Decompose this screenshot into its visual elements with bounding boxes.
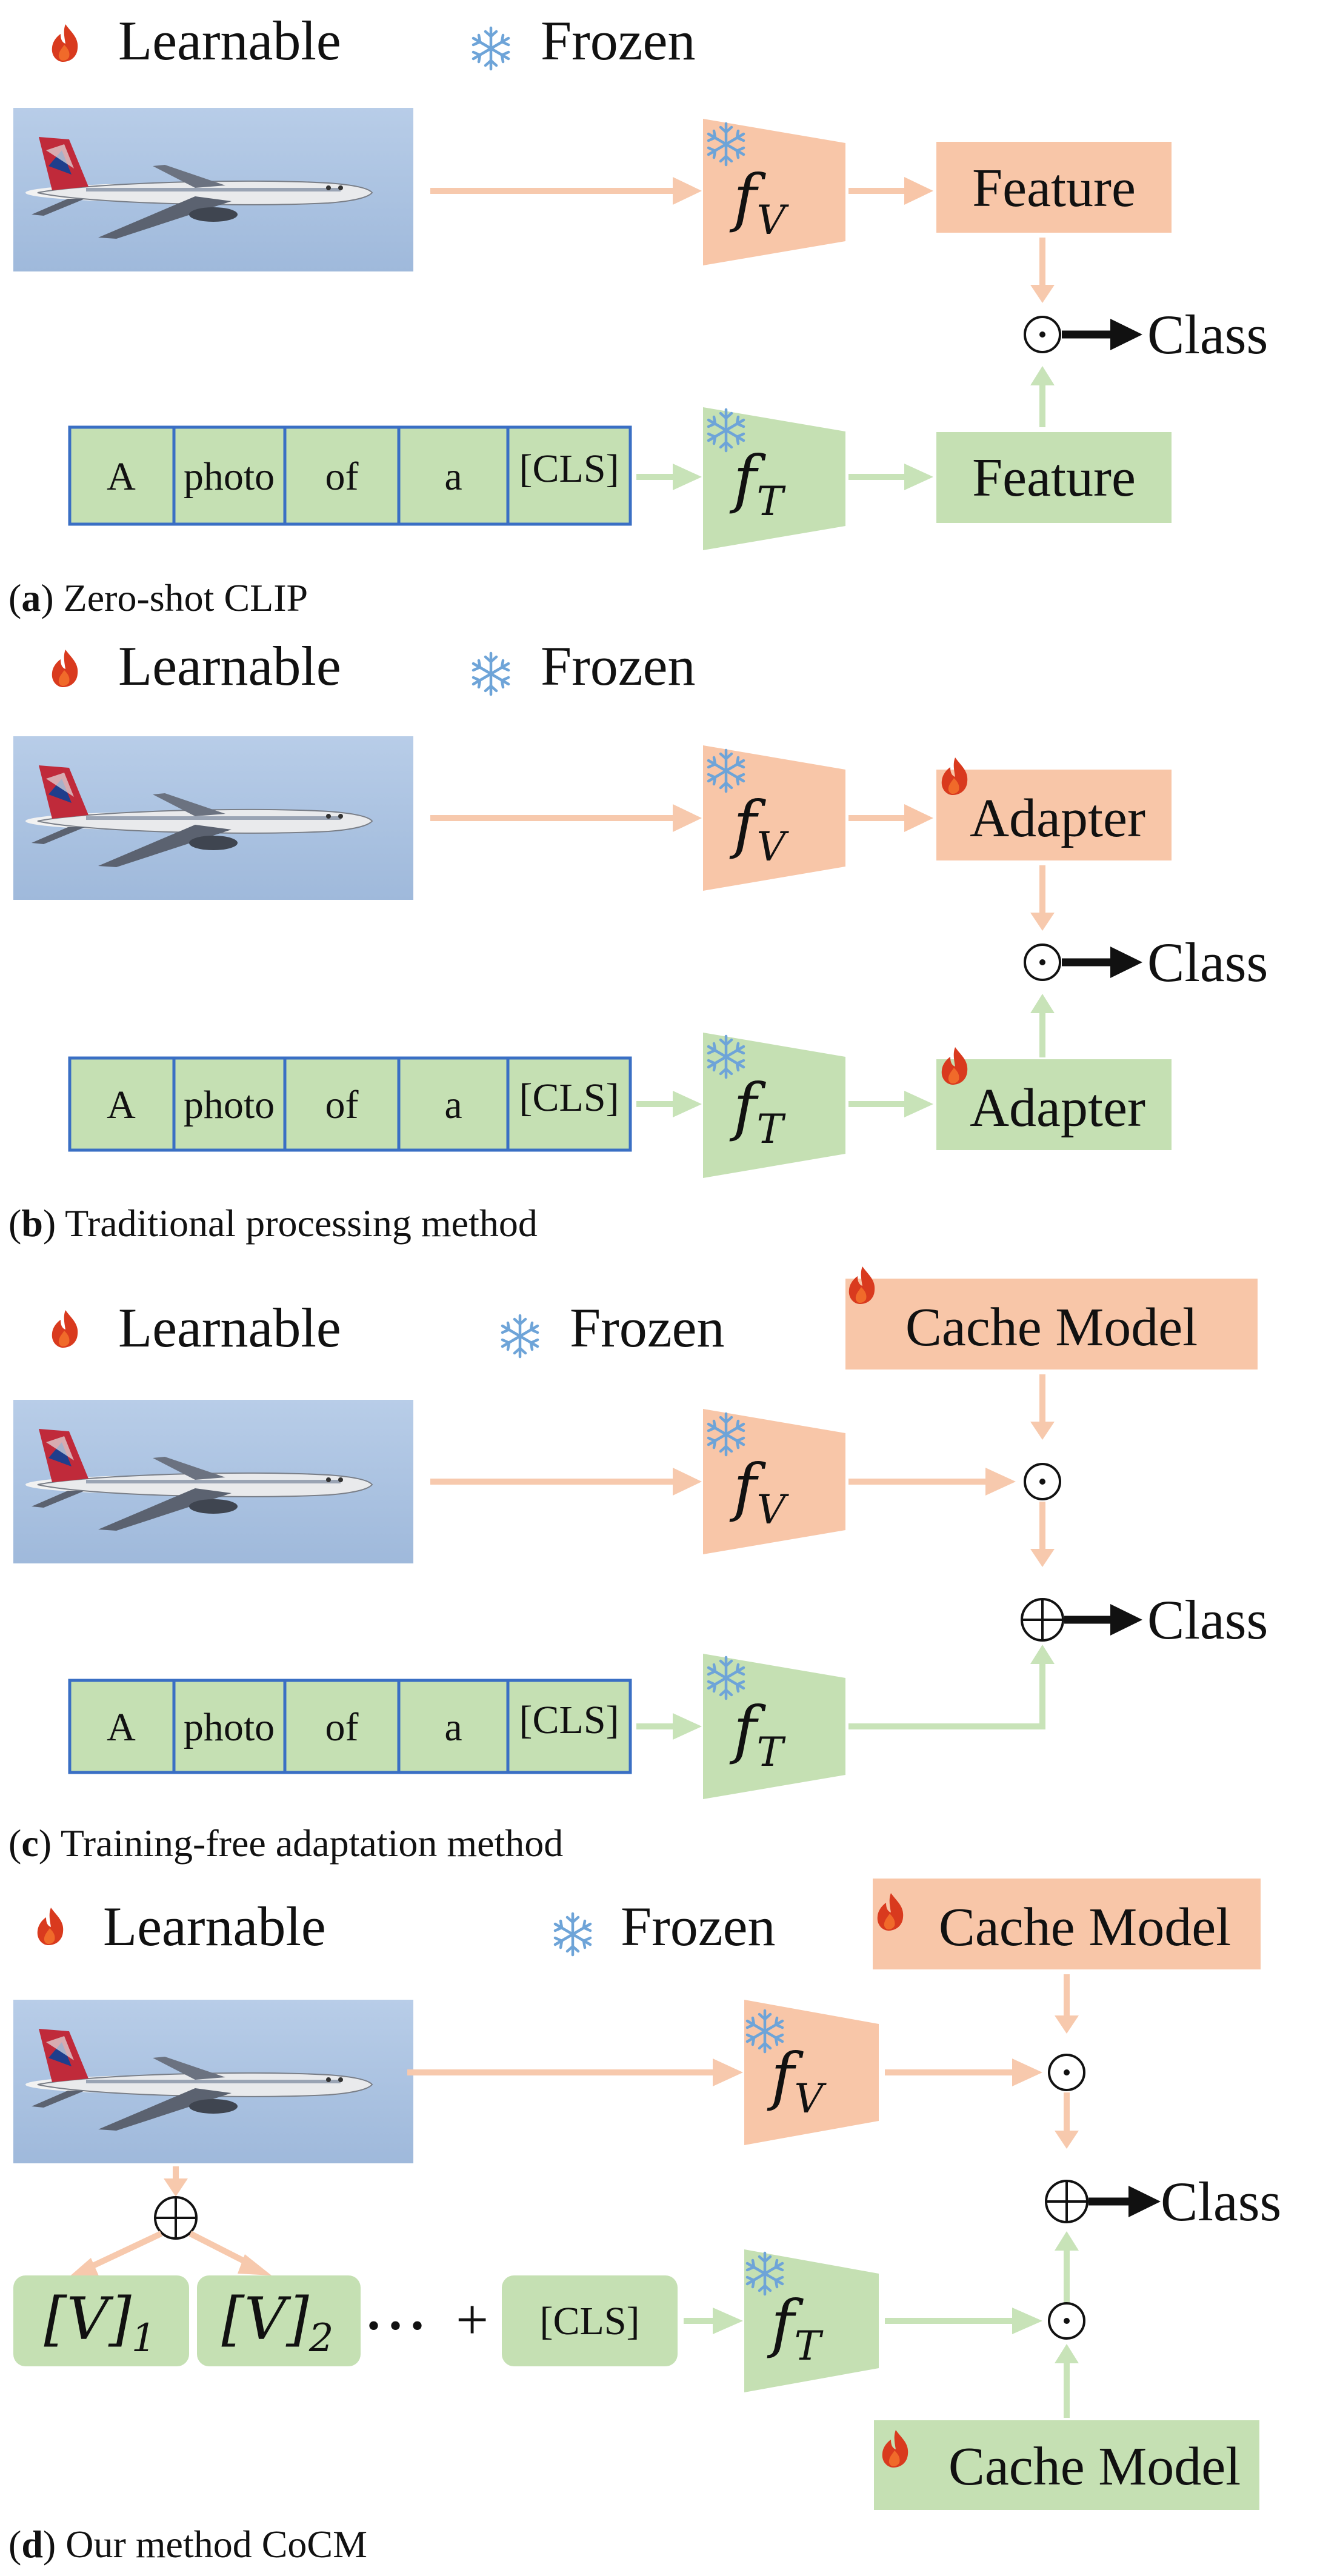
prompt-tokens: A photo of a [CLS] xyxy=(68,1056,632,1152)
snowflake-icon xyxy=(473,653,508,694)
prompt-token: [CLS] xyxy=(519,1076,619,1120)
text-adapter-box xyxy=(936,1059,1172,1150)
visual-feature-box xyxy=(936,142,1172,233)
flame-icon xyxy=(52,650,78,687)
cache-model-bottom-label: Cache Model xyxy=(948,2437,1241,2497)
learnable-token-1 xyxy=(13,2275,189,2366)
airplane-image xyxy=(13,107,414,272)
ellipsis-dots: • • • xyxy=(367,2306,424,2346)
panel-d: Learnable Frozen Cache Model fV xyxy=(8,1879,1281,2566)
flame-icon xyxy=(52,24,78,62)
output-class-label: Class xyxy=(1147,1589,1268,1651)
cls-token-label: [CLS] xyxy=(540,2299,640,2343)
prompt-token: A xyxy=(107,1705,136,1749)
visual-encoder-label: fV xyxy=(729,161,790,244)
panel-b: Learnable Frozen fV Adapter Class xyxy=(8,635,1268,1245)
prompt-tokens: A photo of a [CLS] xyxy=(68,425,632,526)
text-feature-box xyxy=(936,432,1172,523)
snowflake-icon xyxy=(555,1914,590,1955)
prompt-tokens: A photo of a [CLS] xyxy=(68,1679,632,1774)
text-adapter-label: Adapter xyxy=(970,1078,1145,1138)
add-operator xyxy=(1045,2180,1088,2223)
multiply-operator-lower xyxy=(1048,2302,1085,2340)
legend-c: Learnable Frozen xyxy=(52,1297,724,1359)
legend-frozen-label: Frozen xyxy=(570,1297,724,1359)
legend-learnable-label: Learnable xyxy=(103,1895,326,1957)
prompt-token: [CLS] xyxy=(519,1698,619,1742)
prompt-token: of xyxy=(325,1083,359,1127)
plus-sign: + xyxy=(456,2287,488,2352)
prompt-token: A xyxy=(107,1083,136,1127)
cache-model-box xyxy=(845,1279,1258,1370)
output-class-label: Class xyxy=(1147,304,1268,365)
text-feature-label: Feature xyxy=(972,448,1136,508)
panel-c: Learnable Frozen Cache Model fV xyxy=(8,1266,1268,1865)
output-class-label: Class xyxy=(1161,2171,1281,2232)
prompt-token: [CLS] xyxy=(519,447,619,491)
prompt-token: a xyxy=(444,1705,462,1749)
flame-icon xyxy=(37,1908,64,1945)
cache-model-top-box xyxy=(873,1879,1261,1969)
combine-add-operator xyxy=(154,2196,198,2240)
legend-frozen-label: Frozen xyxy=(541,635,695,697)
multiply-operator xyxy=(1024,944,1061,981)
multiply-operator xyxy=(1024,1463,1061,1500)
prompt-token: A xyxy=(107,454,136,499)
prompt-token: photo xyxy=(184,1705,275,1749)
legend-learnable-label: Learnable xyxy=(118,1297,341,1359)
legend-b: Learnable Frozen xyxy=(52,635,695,697)
output-class-label: Class xyxy=(1147,931,1268,993)
cache-model-bottom-box xyxy=(874,2420,1259,2510)
caption-c: (c) Training-free adaptation method xyxy=(8,1822,563,1865)
caption-d: (d) Our method CoCM xyxy=(8,2523,367,2566)
legend-d: Learnable Frozen xyxy=(37,1895,775,1957)
prompt-token: a xyxy=(444,454,462,499)
legend-learnable-label: Learnable xyxy=(118,10,341,72)
visual-adapter-label: Adapter xyxy=(970,788,1145,848)
prompt-token: photo xyxy=(184,454,275,499)
airplane-image xyxy=(13,736,414,900)
snowflake-icon xyxy=(502,1316,538,1357)
panel-a: Learnable Frozen fV Feature Class xyxy=(8,10,1268,619)
visual-encoder-label: fV xyxy=(767,2039,827,2122)
snowflake-icon xyxy=(473,28,508,69)
visual-adapter-box xyxy=(936,770,1172,860)
learnable-token-2-label: [V]2 xyxy=(222,2285,334,2361)
airplane-image xyxy=(13,1999,414,2164)
add-operator xyxy=(1021,1598,1064,1642)
learnable-token-1-label: [V]1 xyxy=(44,2285,156,2361)
legend-frozen-label: Frozen xyxy=(541,10,695,72)
multiply-operator xyxy=(1024,316,1061,353)
prompt-token: of xyxy=(325,454,359,499)
visual-feature-label: Feature xyxy=(972,158,1136,218)
legend-learnable-label: Learnable xyxy=(118,635,341,697)
caption-b: (b) Traditional processing method xyxy=(8,1202,538,1245)
flame-icon xyxy=(52,1310,78,1348)
legend-a: Learnable Frozen xyxy=(52,10,695,72)
cls-token xyxy=(502,2275,678,2366)
learnable-token-2 xyxy=(197,2275,361,2366)
legend-frozen-label: Frozen xyxy=(621,1895,775,1957)
caption-a: (a) Zero-shot CLIP xyxy=(8,576,308,619)
cache-model-label: Cache Model xyxy=(905,1297,1198,1357)
cache-model-top-label: Cache Model xyxy=(939,1897,1231,1957)
prompt-token: a xyxy=(444,1083,462,1127)
airplane-image xyxy=(13,1399,414,1564)
multiply-operator xyxy=(1048,2054,1085,2091)
prompt-token: of xyxy=(325,1705,359,1749)
prompt-token: photo xyxy=(184,1083,275,1127)
